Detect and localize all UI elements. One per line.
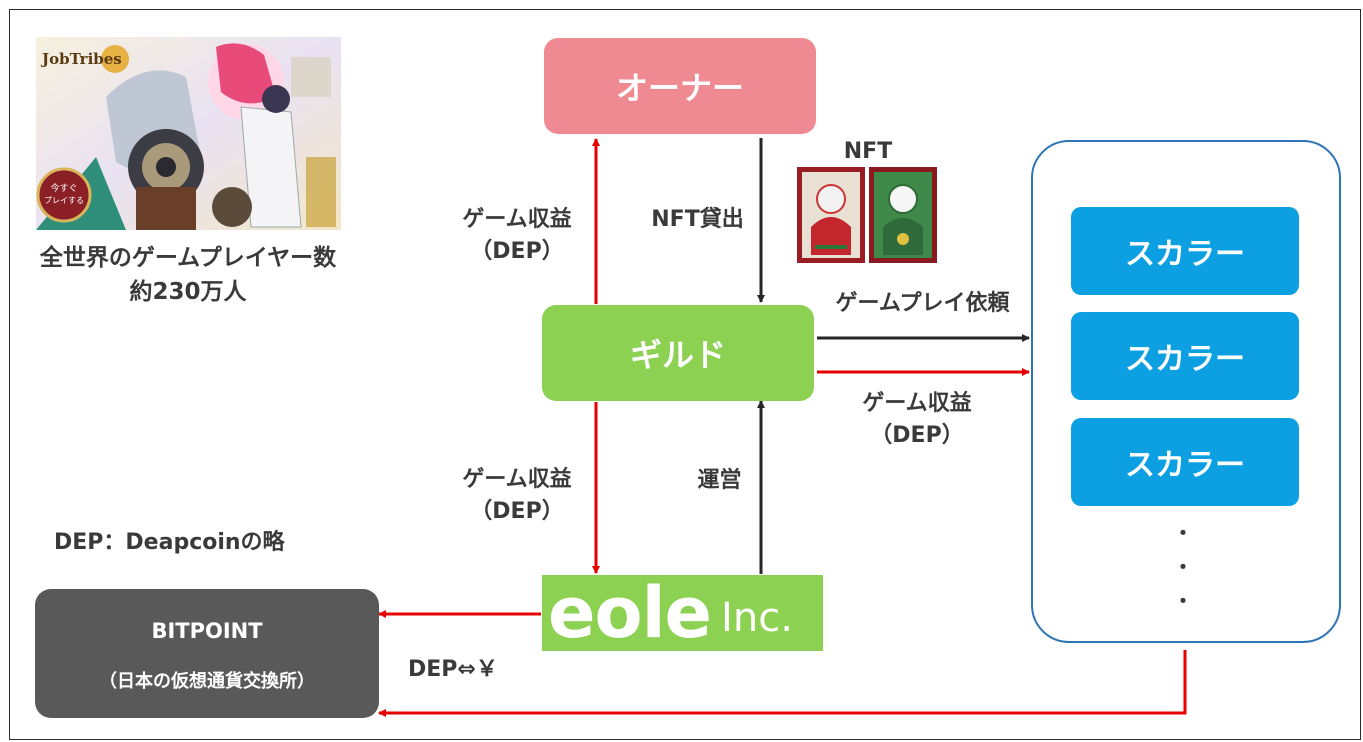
scholar-label: スカラー: [1125, 448, 1245, 483]
label-owner-to-guild: NFT貸出: [651, 207, 744, 232]
label-dep-exchange: DEP⇔￥: [408, 657, 498, 682]
label-play-request: ゲームプレイ依頼: [835, 291, 1010, 316]
eole-logo: eole Inc.: [542, 575, 823, 651]
nft-label: NFT: [843, 139, 893, 164]
label-scholar-revenue-2: （DEP）: [870, 423, 964, 448]
scholar-box-3: スカラー: [1071, 418, 1299, 506]
label-guild-to-eole-2: （DEP）: [470, 499, 564, 524]
svg-text:今すぐ: 今すぐ: [50, 182, 77, 194]
bitpoint-title: BITPOINT: [151, 619, 263, 643]
arrow-scholars-to-bitpoint: [378, 650, 1187, 717]
diagram-frame: [9, 9, 1361, 740]
guild-label: ギルド: [629, 336, 726, 374]
scholar-label: スカラー: [1125, 342, 1245, 377]
scholar-label: スカラー: [1125, 237, 1245, 272]
dep-note: DEP：Deapcoinの略: [54, 530, 285, 555]
eole-suffix: Inc.: [721, 595, 793, 641]
jobtribes-key-art: 今すぐ プレイする JobTribes: [36, 37, 341, 230]
owner-box: オーナー: [544, 38, 816, 134]
guild-box: ギルド: [542, 305, 814, 401]
label-eole-to-guild: 運営: [697, 468, 742, 493]
svg-text:JobTribes: JobTribes: [40, 50, 122, 68]
bitpoint-box: BITPOINT （日本の仮想通貨交換所）: [35, 589, 379, 718]
owner-label: オーナー: [615, 69, 744, 107]
scholar-box-2: スカラー: [1071, 312, 1299, 400]
svg-text:プレイする: プレイする: [44, 196, 84, 205]
label-guild-to-owner-1: ゲーム収益: [462, 207, 572, 232]
players-caption-line1: 全世界のゲームプレイヤー数: [39, 245, 337, 271]
nft-card-art: [797, 167, 937, 263]
scholar-ellipsis-dot: ・: [1173, 589, 1193, 613]
label-guild-to-eole-1: ゲーム収益: [462, 467, 572, 492]
label-guild-to-owner-2: （DEP）: [470, 239, 564, 264]
bitpoint-subtitle: （日本の仮想通貨交換所）: [99, 671, 315, 692]
scholar-ellipsis-dot: ・: [1173, 521, 1193, 545]
eole-brand: eole: [548, 572, 712, 654]
scholar-ellipsis-dot: ・: [1173, 555, 1193, 579]
label-scholar-revenue-1: ゲーム収益: [862, 391, 972, 416]
players-caption-line2: 約230万人: [129, 279, 247, 305]
scholar-box-1: スカラー: [1071, 207, 1299, 295]
